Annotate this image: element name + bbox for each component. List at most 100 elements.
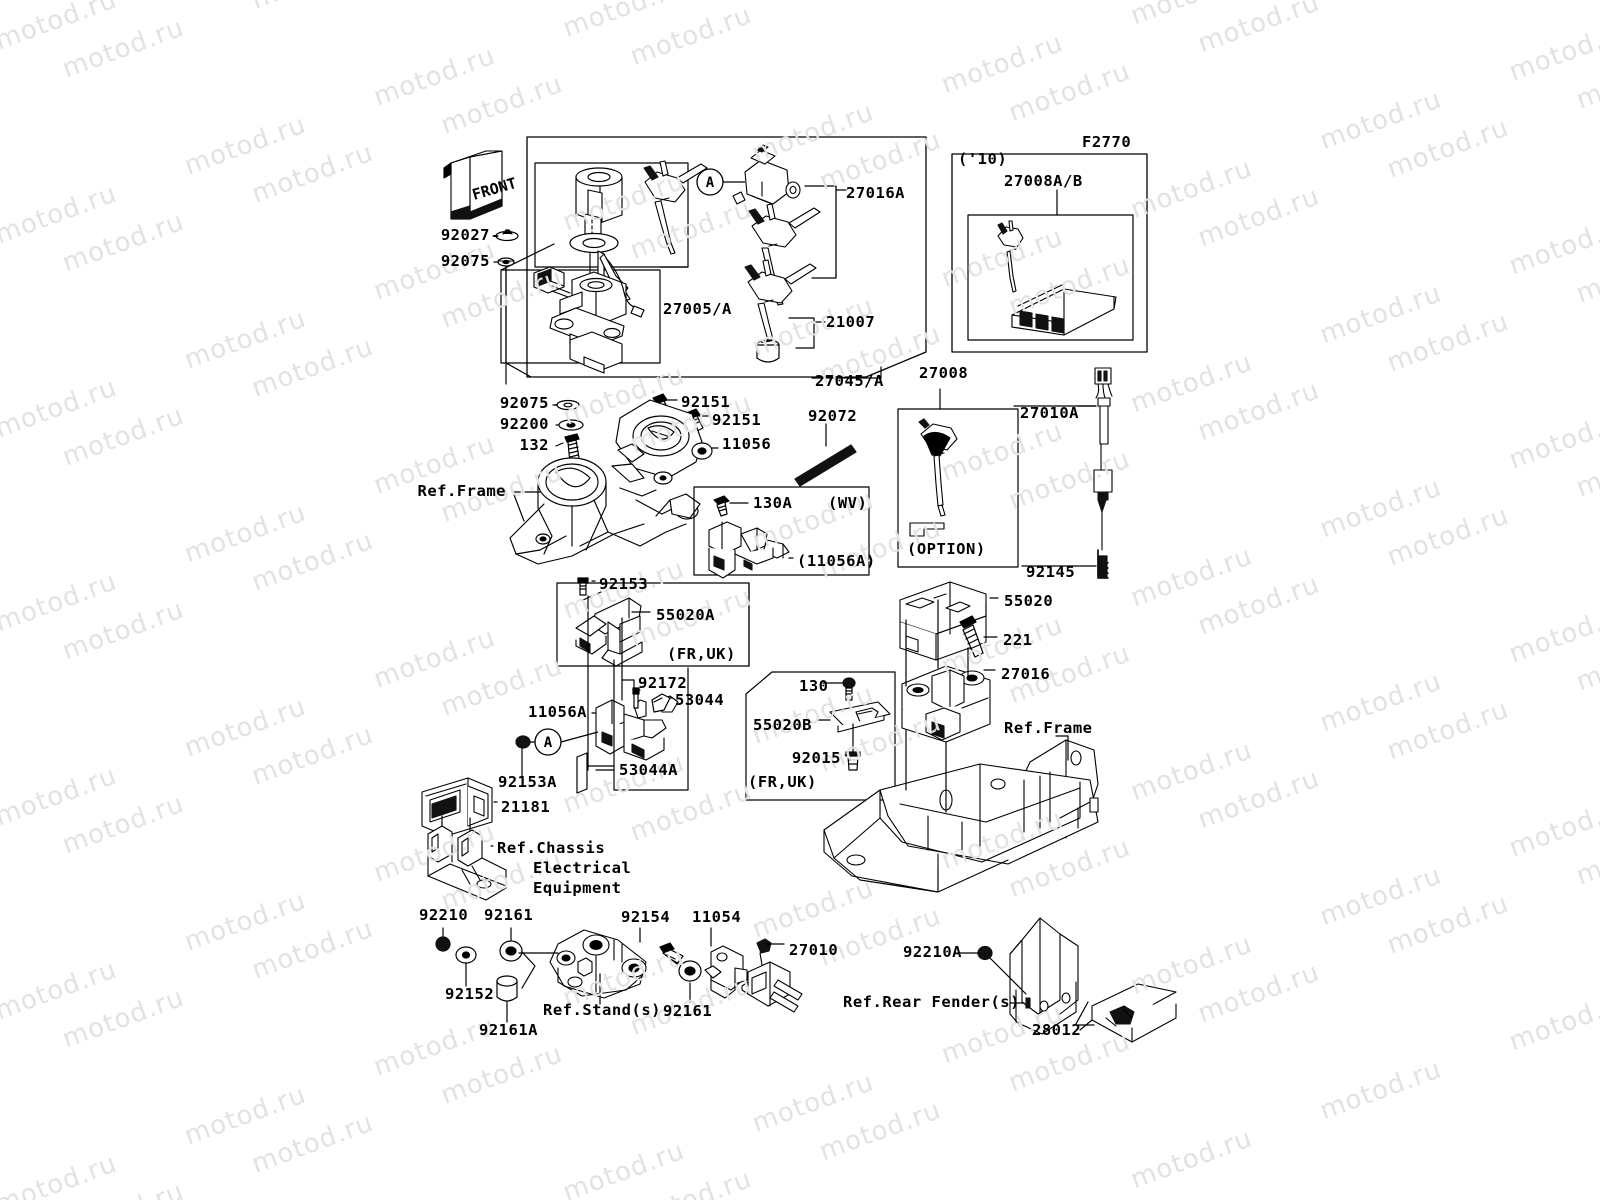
callout-130: 130 (799, 677, 829, 695)
part-21007-key (744, 259, 817, 345)
part-130a-bolt (713, 495, 730, 517)
ref-rear-fender (1009, 917, 1079, 1035)
callout-year10: ('10) (958, 150, 1008, 168)
part-53044-grommet (651, 693, 671, 713)
group-outline-55020b (745, 671, 896, 801)
callout-fruk-2: (FR,UK) (748, 773, 817, 791)
part-92161a-bush (496, 975, 518, 1002)
part-92161-washer-b (678, 960, 702, 982)
callout-92161-a: 92161 (484, 906, 534, 924)
group-outline-27008-option (897, 408, 1019, 568)
part-92153-bolt (577, 577, 589, 596)
detail-marker-group (530, 168, 745, 756)
callout-fruk-1: (FR,UK) (667, 645, 736, 663)
callout-27045a: 27045/A (815, 372, 884, 390)
part-27008ab-key (997, 220, 1024, 293)
callout-55020: 55020 (1004, 592, 1054, 610)
key-part-1 (643, 160, 708, 255)
part-92075-washer-top (497, 257, 515, 267)
callout-refrearfender: Ref.Rear Fender(s) (843, 993, 1020, 1011)
callout-11056a-p: (11056A) (797, 552, 876, 570)
ref-frame-head (509, 457, 701, 565)
part-11056a-wv-bracket (708, 521, 790, 579)
part-27010-switch (741, 938, 803, 1013)
callout-92161-b: 92161 (663, 1002, 713, 1020)
part-27008-key (909, 418, 958, 537)
callout-92154: 92154 (621, 908, 671, 926)
group-outline-27045a (526, 136, 927, 378)
callout-55020a: 55020A (656, 606, 715, 624)
callout-92200: 92200 (499, 415, 549, 433)
callout-11054: 11054 (692, 908, 742, 926)
part-53044a-strip (576, 752, 588, 794)
callout-27005a: 27005/A (663, 300, 732, 318)
detail-marker-a-lower-label: A (544, 735, 553, 751)
part-92161-washer-a (499, 940, 523, 962)
part-92015-nut (845, 751, 861, 771)
callout-92172: 92172 (638, 674, 688, 692)
callout-refchassis2: Electrical (533, 859, 632, 877)
callout-130a: 130A (753, 494, 793, 512)
callout-21007: 21007 (826, 313, 876, 331)
part-21181-relay (421, 777, 493, 837)
bracket-27016a (804, 185, 837, 279)
part-92200-washer (558, 419, 584, 431)
callout-92153a: 92153A (498, 773, 557, 791)
ignition-switch-assembly (533, 167, 645, 374)
group-outline-27008ab (951, 153, 1148, 353)
inner-box-27008ab (967, 214, 1134, 341)
ref-stand (549, 929, 647, 999)
part-11054-bracket (704, 945, 748, 999)
callout-option: (OPTION) (907, 540, 986, 558)
part-27008ab-immobilizer (1011, 283, 1117, 336)
callout-wv: (WV) (828, 494, 868, 512)
part-92145-spring (1097, 549, 1109, 579)
part-28012-reflector (1091, 983, 1177, 1043)
callout-refstand: Ref.Stand(s) (543, 1001, 661, 1019)
callout-92210a: 92210A (903, 943, 962, 961)
callout-132: 132 (519, 436, 549, 454)
callout-27016a: 27016A (846, 184, 905, 202)
callout-92015: 92015 (791, 749, 841, 767)
callout-refframe-1: Ref.Frame (417, 482, 506, 500)
callout-92145: 92145 (1026, 563, 1076, 581)
callout-92075-mid: 92075 (499, 394, 549, 412)
part-221-bolt (959, 615, 984, 658)
callout-refchassis1: Ref.Chassis (497, 839, 606, 857)
part-27016a-cylinder (732, 144, 801, 205)
part-55020b-plate (829, 701, 891, 733)
leader-27045a (811, 366, 882, 379)
callout-92161a: 92161A (479, 1021, 538, 1039)
part-11056-bracket (611, 399, 713, 515)
group-outline-wv (693, 486, 870, 576)
callout-55020b: 55020B (753, 716, 812, 734)
callout-92153: 92153 (599, 575, 649, 593)
detail-marker-a-top-label: A (706, 175, 715, 191)
callout-92151-b: 92151 (712, 411, 762, 429)
callout-53044: 53044 (675, 691, 725, 709)
part-92027-cap (495, 229, 519, 242)
callout-92075-top: 92075 (440, 252, 490, 270)
ref-chassis-bracket (427, 825, 507, 901)
callout-27010a: 27010A (1020, 404, 1079, 422)
callout-f2770: F2770 (1082, 133, 1132, 151)
part-21007-cap (756, 339, 780, 363)
callout-27008: 27008 (919, 364, 969, 382)
callout-21181: 21181 (501, 798, 551, 816)
callout-221: 221 (1003, 631, 1033, 649)
callout-92152: 92152 (445, 985, 495, 1003)
callout-27010: 27010 (789, 941, 839, 959)
part-27016-lock (901, 665, 991, 743)
callout-28012: 28012 (1032, 1021, 1082, 1039)
callout-11056a: 11056A (528, 703, 587, 721)
part-27010a-sensor (1093, 367, 1113, 551)
callout-refchassis3: Equipment (533, 879, 622, 897)
callout-refframe-2: Ref.Frame (1004, 719, 1093, 737)
callout-92210: 92210 (419, 906, 469, 924)
part-92210-nut (435, 936, 451, 952)
part-130-bolt (842, 677, 856, 701)
part-92154-bolt (659, 942, 684, 965)
